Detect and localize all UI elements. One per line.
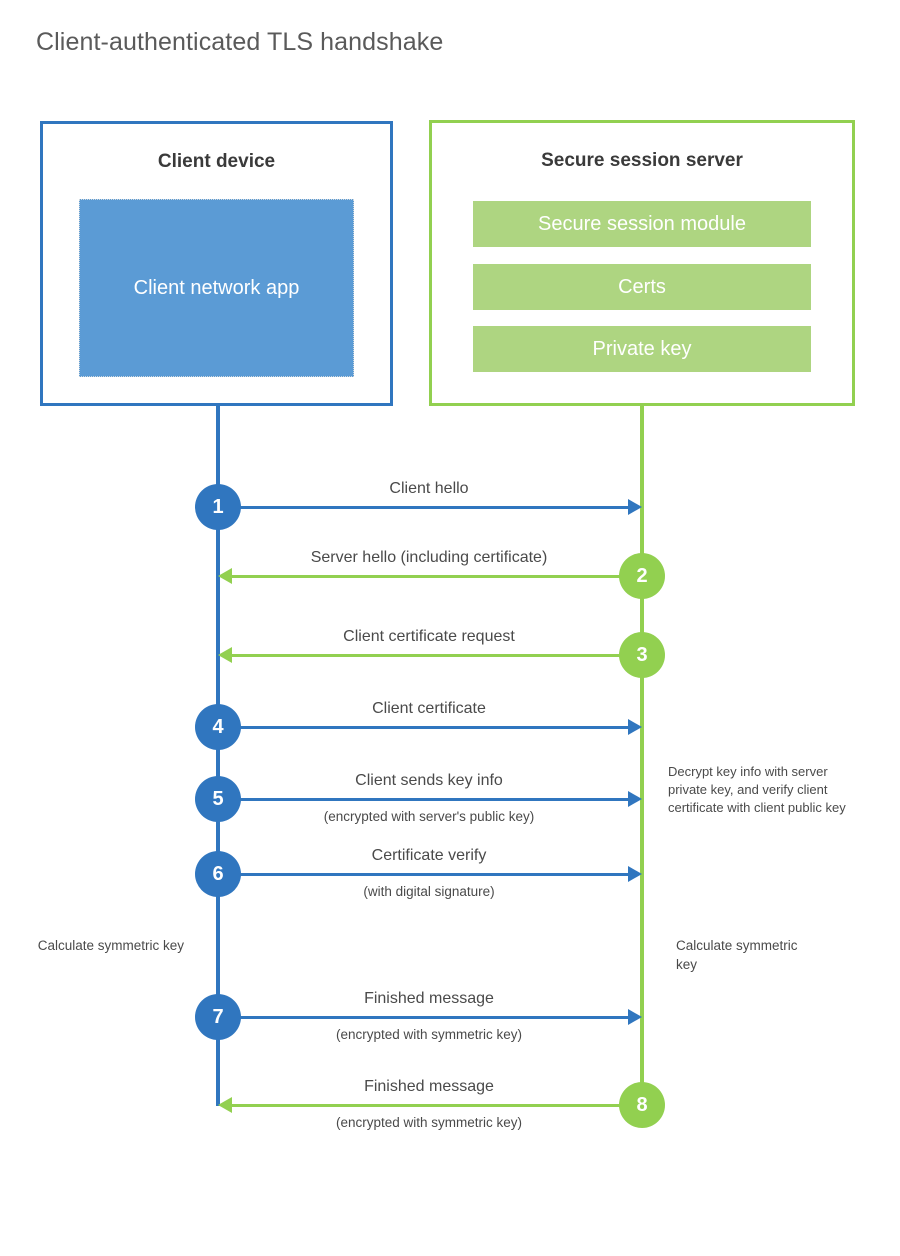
client-calculate-symmetric-key-annotation: Calculate symmetric key [37,938,184,953]
arrowhead-right-icon [628,719,642,735]
message-arrow-line [218,798,630,801]
secure-session-server-title: Secure session server [541,150,743,171]
arrowhead-right-icon [628,499,642,515]
message-label: Server hello (including certificate) [310,549,548,566]
message-arrow-line [228,575,640,578]
message-label: Finished message [364,1078,494,1095]
message-arrow-line [218,1016,630,1019]
step-number-badge-5[interactable]: 5 [195,776,241,822]
client-device-box: Client device Client network app [40,121,393,406]
message-sublabel: (encrypted with server's public key) [323,809,535,824]
step-number-badge-2[interactable]: 2 [619,553,665,599]
step-number-badge-3[interactable]: 3 [619,632,665,678]
page-title: Client-authenticated TLS handshake [36,28,444,56]
message-label: Client certificate [372,700,486,717]
server-calculate-symmetric-key-annotation: Calculate symmetric key [676,938,798,972]
server-decrypt-annotation: Decrypt key info with server private key… [668,764,846,815]
client-device-title: Client device [157,151,276,172]
client-lifeline [216,406,220,1106]
message-label: Client sends key info [355,772,503,789]
message-arrow-line [218,726,630,729]
arrowhead-left-icon [218,647,232,663]
step-number-badge-7[interactable]: 7 [195,994,241,1040]
message-arrow-line [218,873,630,876]
message-label: Client hello [389,480,469,497]
client-network-app-block: Client network app [79,199,354,377]
message-label: Client certificate request [343,628,515,645]
server-module-bar: Private key [473,326,811,372]
step-number-badge-8[interactable]: 8 [619,1082,665,1128]
arrowhead-left-icon [218,568,232,584]
arrowhead-left-icon [218,1097,232,1113]
secure-session-server-box: Secure session server Secure session mod… [429,120,855,406]
server-module-bar: Secure session module [473,201,811,247]
message-arrow-line [218,506,630,509]
message-label: Certificate verify [371,847,487,864]
message-arrow-line [228,1104,640,1107]
arrowhead-right-icon [628,791,642,807]
message-arrow-line [228,654,640,657]
step-number-badge-4[interactable]: 4 [195,704,241,750]
message-sublabel: (with digital signature) [363,884,495,899]
arrowhead-right-icon [628,1009,642,1025]
step-number-badge-1[interactable]: 1 [195,484,241,530]
server-module-bar: Certs [473,264,811,310]
message-label: Finished message [364,990,494,1007]
message-sublabel: (encrypted with symmetric key) [335,1027,523,1042]
server-lifeline [640,406,644,1106]
message-sublabel: (encrypted with symmetric key) [335,1115,523,1130]
step-number-badge-6[interactable]: 6 [195,851,241,897]
arrowhead-right-icon [628,866,642,882]
